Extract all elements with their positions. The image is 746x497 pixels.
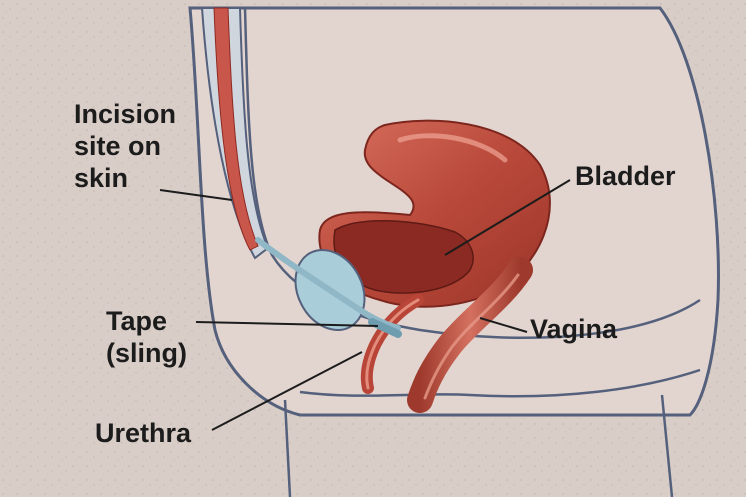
- label-incision-site: Incision site on skin: [74, 98, 176, 194]
- label-urethra: Urethra: [95, 417, 191, 449]
- label-tape-line1: Tape: [106, 305, 187, 337]
- label-incision-line2: site on: [74, 130, 176, 162]
- label-tape-line2: (sling): [106, 337, 187, 369]
- label-bladder: Bladder: [575, 160, 676, 192]
- label-incision-line1: Incision: [74, 98, 176, 130]
- label-tape-sling: Tape (sling): [106, 305, 187, 369]
- label-incision-line3: skin: [74, 162, 176, 194]
- label-vagina: Vagina: [530, 313, 617, 345]
